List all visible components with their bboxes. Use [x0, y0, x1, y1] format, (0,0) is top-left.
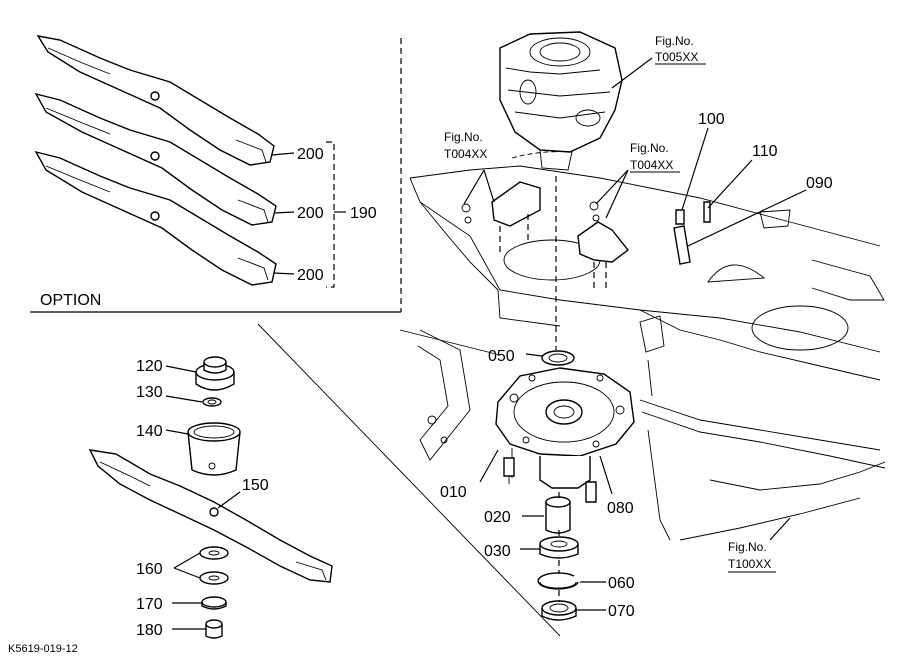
exploded-line-long: [257, 323, 561, 637]
part-number-100: 100: [698, 111, 725, 128]
bracket-left: [461, 181, 541, 252]
footer-code: K5619-019-12: [8, 643, 78, 655]
part-number-130: 130: [136, 384, 163, 401]
leader-t004xx-right: [595, 169, 629, 219]
option-blade-2: [34, 92, 277, 226]
pin-parts: [673, 201, 711, 265]
part-number-090: 090: [806, 175, 833, 192]
part-number-030: 030: [484, 543, 511, 560]
hub-120: [195, 356, 235, 391]
part-number-190: 190: [350, 205, 377, 222]
leader-110: [707, 159, 753, 209]
fig-ref-t005xx-line1: Fig.No.: [655, 34, 694, 48]
blade-150: [88, 449, 333, 583]
leader-140: [165, 429, 189, 435]
leader-010: [479, 449, 499, 483]
leader-200s: [271, 141, 346, 288]
mower-deck: [409, 165, 886, 541]
bolt-080: [585, 481, 597, 503]
spacer-020: [545, 496, 571, 534]
washers-160: [199, 546, 229, 585]
part-number-200-c: 200: [297, 267, 324, 284]
part-number-160: 160: [136, 561, 163, 578]
exploded-line-upper: [399, 329, 501, 356]
leader-160: [173, 552, 201, 579]
part-number-080: 080: [607, 500, 634, 517]
part-number-060: 060: [608, 575, 635, 592]
part-number-170: 170: [136, 596, 163, 613]
part-number-050: 050: [488, 348, 515, 365]
leader-120: [165, 365, 197, 373]
part-number-140: 140: [136, 423, 163, 440]
part-number-200-b: 200: [297, 205, 324, 222]
bolt-180: [205, 619, 223, 639]
leader-050: [525, 353, 543, 357]
engine-outline: [499, 31, 623, 171]
option-label: OPTION: [40, 292, 101, 309]
fig-ref-t004xx-left-line2: T004XX: [444, 147, 487, 161]
leader-090: [687, 189, 807, 247]
leader-t004xx-left: [463, 169, 495, 205]
part-number-070: 070: [608, 603, 635, 620]
option-box: [30, 38, 402, 313]
part-number-200-a: 200: [297, 146, 324, 163]
fig-ref-t100xx-line2: T100XX: [728, 557, 771, 571]
leader-130: [165, 395, 203, 403]
fig-ref-t100xx-line1: Fig.No.: [728, 540, 767, 554]
option-blade-1: [36, 35, 275, 166]
circlip-060: [537, 572, 579, 590]
bearing-030: [539, 536, 579, 559]
spindle-housing: [495, 367, 635, 489]
leader-150: [217, 491, 241, 509]
part-number-010: 010: [440, 484, 467, 501]
part-number-120: 120: [136, 358, 163, 375]
part-number-110: 110: [752, 143, 778, 160]
fig-ref-t004xx-left-line1: Fig.No.: [444, 130, 483, 144]
leader-080: [599, 455, 613, 495]
leader-t100xx: [769, 517, 791, 541]
bracket-right: [577, 201, 629, 290]
fig-ref-t004xx-right-line2: T004XX: [630, 158, 673, 172]
part-number-020: 020: [484, 509, 511, 526]
bearing-070: [541, 600, 577, 621]
fig-ref-t005xx-line2: T005XX: [655, 50, 698, 64]
fig-ref-t004xx-right-line1: Fig.No.: [630, 141, 669, 155]
cup-140: [187, 422, 241, 476]
part-number-150: 150: [242, 477, 269, 494]
leader-t005xx: [611, 57, 653, 89]
washer-130: [202, 397, 222, 407]
part-number-180: 180: [136, 622, 163, 639]
bolt-left: [503, 457, 515, 484]
leader-100: [681, 127, 709, 211]
washer-170: [201, 596, 227, 610]
seal-050: [541, 350, 575, 366]
